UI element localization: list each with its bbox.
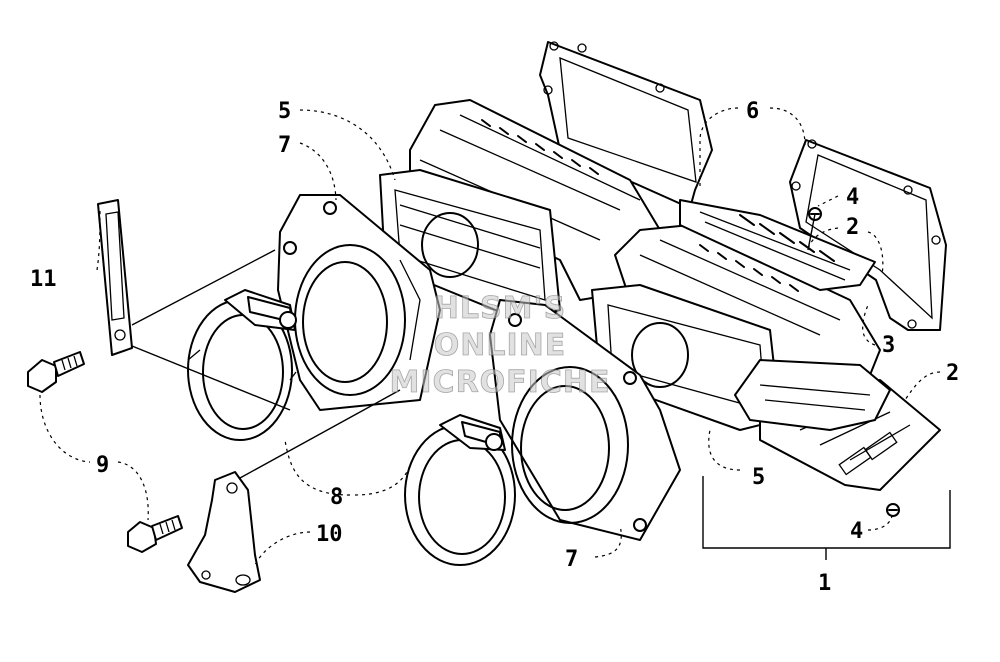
gasket-front: [789, 139, 947, 331]
leader-lines: [39, 107, 941, 566]
callout-10: 10: [316, 522, 343, 547]
reed-plate-2-upper: [679, 199, 876, 291]
hose-clamp-rear: [187, 289, 297, 441]
callout-9: 9: [96, 453, 109, 478]
watermark-line-2: ONLINE: [434, 328, 567, 363]
mounting-plate-11: [97, 199, 133, 356]
callout-1: 1: [818, 571, 831, 596]
callout-2-upper: 2: [846, 215, 859, 240]
watermark-line-3: MICROFICHE: [390, 365, 611, 400]
callout-labels: 5 7 11 9 8 10 7 5 6 4 2 3 2 4 1: [30, 99, 959, 596]
screw-lower: [886, 503, 900, 517]
callout-7-upper: 7: [278, 133, 291, 158]
callout-7-lower: 7: [565, 547, 578, 572]
hose-clamp-front: [404, 414, 516, 566]
bracket-10: [187, 471, 261, 593]
bolt-lower: [127, 515, 183, 553]
intake-flange-rear: [277, 194, 441, 411]
bolt-upper: [27, 351, 85, 393]
callout-3: 3: [882, 333, 895, 358]
callout-5-lower: 5: [752, 465, 765, 490]
callout-4-lower: 4: [850, 519, 863, 544]
intake-flange-front: [489, 299, 681, 541]
callout-4-upper: 4: [846, 185, 859, 210]
reed-plate-3: [734, 359, 891, 431]
callout-5-upper: 5: [278, 99, 291, 124]
watermark-line-1: HLSM'S: [434, 291, 566, 326]
reed-valve-block-rear: [379, 99, 661, 321]
callout-6: 6: [746, 99, 759, 124]
callout-8: 8: [330, 485, 343, 510]
assembly-bracket-1: [702, 476, 951, 560]
callout-2-lower: 2: [946, 361, 959, 386]
watermark: HLSM'S ONLINE MICROFICHE: [389, 291, 611, 401]
callout-11: 11: [30, 267, 57, 292]
